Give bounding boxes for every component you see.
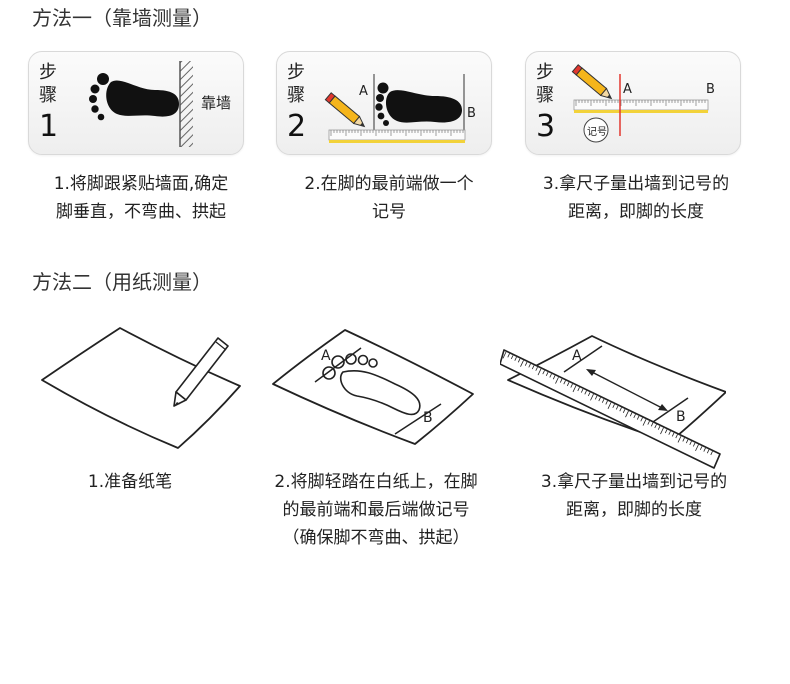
label-b: B [467,106,476,121]
caption-line: 3.拿尺子量出墙到记号的 [518,170,754,198]
label-a: A [359,84,368,99]
mark-label: 记号 [585,123,609,138]
m2-step3-caption: 3.拿尺子量出墙到记号的 距离，即脚的长度 [514,468,754,524]
method2-title: 方法二（用纸测量） [32,266,212,295]
pencil-icon [526,52,740,154]
m2-step1-caption: 1.准备纸笔 [30,468,230,496]
step3-caption: 3.拿尺子量出墙到记号的 距离，即脚的长度 [518,170,754,226]
caption-line: 脚垂直，不弯曲、拱起 [28,198,254,226]
method1-title: 方法一（靠墙测量） [32,2,212,31]
caption-line: 的最前端和最后端做记号 [248,496,504,524]
label-a: A [572,348,582,364]
step1-card: 步 骤 1 靠墙 [28,51,244,155]
label-b: B [676,409,686,425]
caption-line: 2.将脚轻踏在白纸上，在脚 [248,468,504,496]
m2-step2-caption: 2.将脚轻踏在白纸上，在脚 的最前端和最后端做记号 （确保脚不弯曲、拱起） [248,468,504,552]
pencil-icon [277,52,491,154]
wall-label: 靠墙 [201,92,231,113]
label-a: A [623,82,632,97]
caption-line: 距离，即脚的长度 [518,198,754,226]
caption-line: （确保脚不弯曲、拱起） [248,524,504,552]
step2-card: 步 骤 2 A B [276,51,492,155]
step2-caption: 2.在脚的最前端做一个 记号 [276,170,502,226]
paper-icon [30,320,260,460]
label-b: B [706,82,715,97]
label-a: A [321,348,331,364]
label-b: B [423,410,433,426]
step1-caption: 1.将脚跟紧贴墙面,确定 脚垂直，不弯曲、拱起 [28,170,254,226]
paper-icon [265,318,495,458]
caption-line: 记号 [276,198,502,226]
caption-line: 距离，即脚的长度 [514,496,754,524]
caption-line: 1.将脚跟紧贴墙面,确定 [28,170,254,198]
step3-card: 步 骤 3 A B 记号 [525,51,741,155]
caption-line: 1.准备纸笔 [30,468,230,496]
paper-icon [500,330,726,470]
caption-line: 3.拿尺子量出墙到记号的 [514,468,754,496]
caption-line: 2.在脚的最前端做一个 [276,170,502,198]
